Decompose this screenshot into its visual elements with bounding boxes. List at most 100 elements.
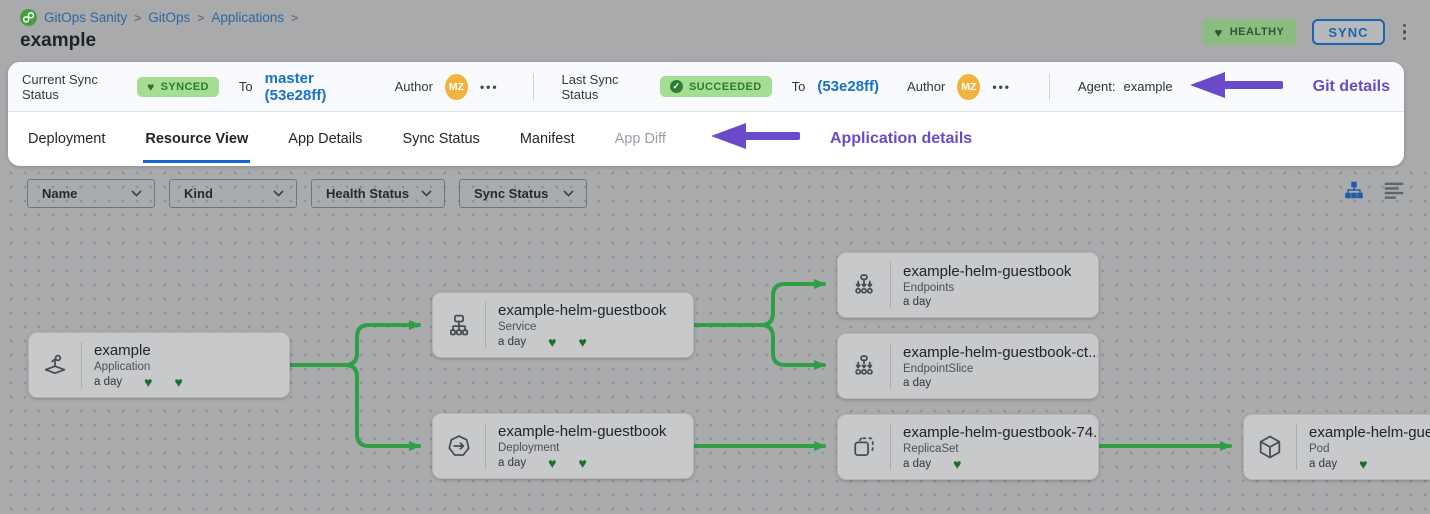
tab-deployment[interactable]: Deployment [28,130,106,147]
last-sync-status-label: Last Sync Status [561,71,619,102]
node-age: a day [903,296,932,308]
filter-kind-dropdown[interactable]: Kind [169,179,297,208]
breadcrumb-separator: > [134,10,142,25]
tab-app-details[interactable]: App Details [288,130,363,147]
node-title: example-helm-guestbook [498,423,667,440]
author-label: Author [907,79,946,94]
chevron-down-icon [563,190,574,197]
sync-button[interactable]: SYNC [1312,19,1385,45]
chevron-down-icon [421,190,432,197]
node-guestbook-pod[interactable]: example-helm-guest Pod a day ♥ [1243,414,1430,480]
edge-service-to-endpoints [692,279,826,327]
application-details-annotation: Application details [710,121,972,156]
breadcrumb-link-gitops[interactable]: GitOps [148,10,191,25]
git-details-annotation: Git details [1189,70,1390,103]
health-heart-icon: ♥ [953,456,962,472]
current-sync-status-label: Current Sync Status [22,71,98,102]
heart-icon: ♥ [147,79,155,94]
replicaset-icon [838,433,890,461]
node-age: a day [903,377,932,389]
resource-tree-canvas[interactable]: Name Kind Health Status Sync Status [0,160,1430,514]
more-options-button[interactable]: ••• [479,79,499,94]
node-kind: Pod [1309,443,1330,455]
application-icon [29,351,81,379]
gitops-logo-icon [20,9,37,26]
divider [890,262,891,308]
breadcrumb-separator: > [291,10,299,25]
breadcrumb-link-gitops-sanity[interactable]: GitOps Sanity [44,10,128,25]
filter-health-status-dropdown[interactable]: Health Status [311,179,445,208]
node-age: a day [498,336,527,348]
node-title: example-helm-guestbook-ct... [903,344,1098,361]
page-title: example [20,30,97,51]
service-icon [433,311,485,339]
author-avatar[interactable]: MZ [957,73,981,100]
author-label: Author [394,79,433,94]
node-kind: Endpoints [903,282,955,294]
kebab-menu-icon[interactable] [1401,22,1409,43]
health-heart-icon: ♥ [144,374,153,390]
tab-manifest[interactable]: Manifest [519,130,575,147]
node-age: a day [498,457,527,469]
divider [81,342,82,388]
endpoints-icon [838,271,890,299]
filter-sync-status-dropdown[interactable]: Sync Status [459,179,587,208]
breadcrumb-separator: > [197,10,205,25]
chevron-down-icon [131,190,142,197]
agent-label: Agent: [1077,79,1116,94]
tree-view-icon[interactable] [1342,178,1366,202]
divider [890,343,891,389]
endpointslice-icon [838,352,890,380]
heart-icon: ♥ [1214,24,1223,40]
to-label: To [791,79,806,94]
edge-service-to-endpointslice [692,323,826,370]
app-details-panel: Current Sync Status ♥ SYNCED To master (… [8,62,1404,166]
node-title: example-helm-guest [1309,424,1430,441]
divider [1049,73,1050,100]
author-avatar[interactable]: MZ [444,73,468,100]
node-age: a day [903,458,932,470]
node-kind: Service [498,321,537,333]
health-heart-icon: ♥ [548,455,557,471]
health-badge-label: HEALTHY [1229,26,1285,38]
deployment-icon [433,432,485,460]
node-guestbook-endpointslice[interactable]: example-helm-guestbook-ct... EndpointSli… [837,333,1099,399]
check-circle-icon: ✓ [669,80,683,93]
application-details-annotation-text: Application details [829,129,973,147]
agent-value: example [1123,79,1173,94]
node-guestbook-deployment[interactable]: example-helm-guestbook Deployment a day … [432,413,694,479]
node-kind: Deployment [498,442,560,454]
divider [485,302,486,348]
current-commit-link[interactable]: master (53e28ff) [264,69,327,104]
health-status-badge: ♥ HEALTHY [1202,19,1297,45]
tab-sync-status[interactable]: Sync Status [402,130,480,147]
node-title: example-helm-guestbook-74... [903,424,1098,441]
breadcrumb-link-applications[interactable]: Applications [211,10,285,25]
header-actions: ♥ HEALTHY SYNC [1202,19,1409,45]
page-header: GitOps Sanity > GitOps > Applications > … [0,0,1430,62]
app-tabs: Deployment Resource View App Details Syn… [8,112,1404,165]
divider [532,73,534,100]
tab-resource-view[interactable]: Resource View [143,115,251,163]
node-title: example-helm-guestbook [903,263,1072,280]
edge-app-to-deployment [288,363,421,451]
succeeded-badge: ✓ SUCCEEDED [659,76,772,97]
node-kind: Application [94,361,151,373]
node-guestbook-replicaset[interactable]: example-helm-guestbook-74... ReplicaSet … [837,414,1099,480]
divider [890,424,891,470]
filter-name-dropdown[interactable]: Name [27,179,155,208]
more-options-button[interactable]: ••• [992,79,1012,94]
node-guestbook-service[interactable]: example-helm-guestbook Service a day ♥ ♥ [432,292,694,358]
tab-app-diff[interactable]: App Diff [614,130,666,147]
chevron-down-icon [273,190,284,197]
annotation-arrow-left-icon [1189,70,1285,103]
divider [1296,424,1297,470]
git-details-annotation-text: Git details [1312,77,1390,95]
annotation-arrow-left-icon [710,121,802,156]
last-commit-link[interactable]: (53e28ff) [817,78,880,95]
node-kind: ReplicaSet [903,443,959,455]
node-guestbook-endpoints[interactable]: example-helm-guestbook Endpoints a day [837,252,1099,318]
node-title: example [94,342,151,359]
list-view-icon[interactable] [1382,178,1406,202]
node-example-application[interactable]: example Application a day ♥ ♥ [28,332,290,398]
